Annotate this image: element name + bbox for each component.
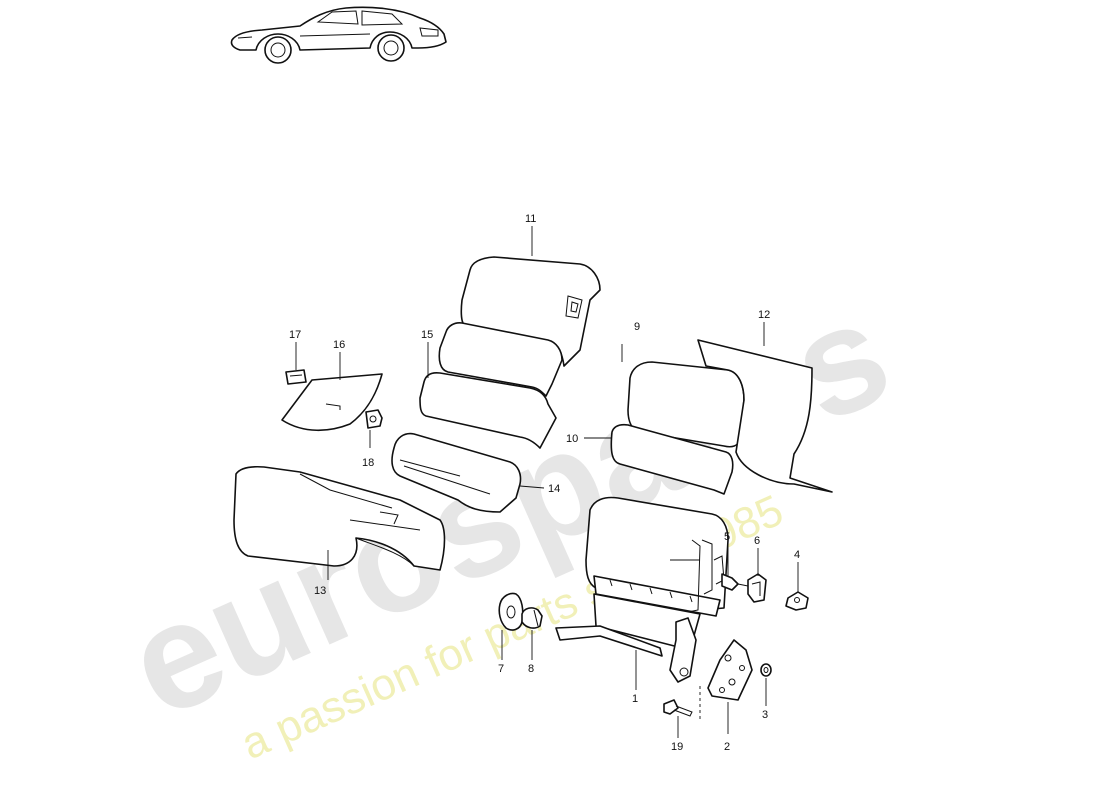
callout-1: 1	[632, 693, 638, 705]
callout-5: 5	[724, 531, 730, 543]
part-16-panel	[281, 373, 383, 432]
callout-8: 8	[528, 663, 534, 675]
callout-3: 3	[762, 709, 768, 721]
callout-2: 2	[724, 741, 730, 753]
callout-17: 17	[289, 329, 301, 341]
callout-15: 15	[421, 329, 433, 341]
part-17-clip	[285, 369, 307, 385]
callout-19: 19	[671, 741, 683, 753]
part-15-foam	[419, 322, 563, 449]
part-18-grommet	[365, 409, 383, 429]
part-12-cover	[697, 339, 833, 493]
car-silhouette	[230, 6, 447, 64]
callout-4: 4	[794, 549, 800, 561]
part-6-nut	[747, 573, 767, 603]
callout-10: 10	[566, 433, 578, 445]
callout-9: 9	[634, 321, 640, 333]
callout-14: 14	[548, 483, 560, 495]
callout-18: 18	[362, 457, 374, 469]
part-7-rosette	[498, 592, 524, 631]
part-4-knob	[785, 591, 809, 611]
callout-labels: 11 15 17 16 18 14 13 12 9 10 5 6 4 7 8 1…	[289, 213, 800, 753]
leader-lines	[295, 226, 799, 738]
part-19-screw	[663, 699, 693, 717]
callout-6: 6	[754, 535, 760, 547]
part-1-frame	[555, 496, 729, 683]
part-5-bolt	[721, 573, 749, 591]
callout-12: 12	[758, 309, 770, 321]
part-8-bushing	[521, 607, 543, 629]
callout-16: 16	[333, 339, 345, 351]
part-2-hinge	[707, 639, 753, 701]
part-3-washer	[760, 663, 772, 677]
part-10-pad	[610, 423, 734, 495]
part-14-cushion	[391, 432, 522, 513]
part-13-base	[233, 465, 446, 571]
callout-11: 11	[525, 213, 536, 225]
callout-13: 13	[314, 585, 326, 597]
callout-7: 7	[498, 663, 504, 675]
